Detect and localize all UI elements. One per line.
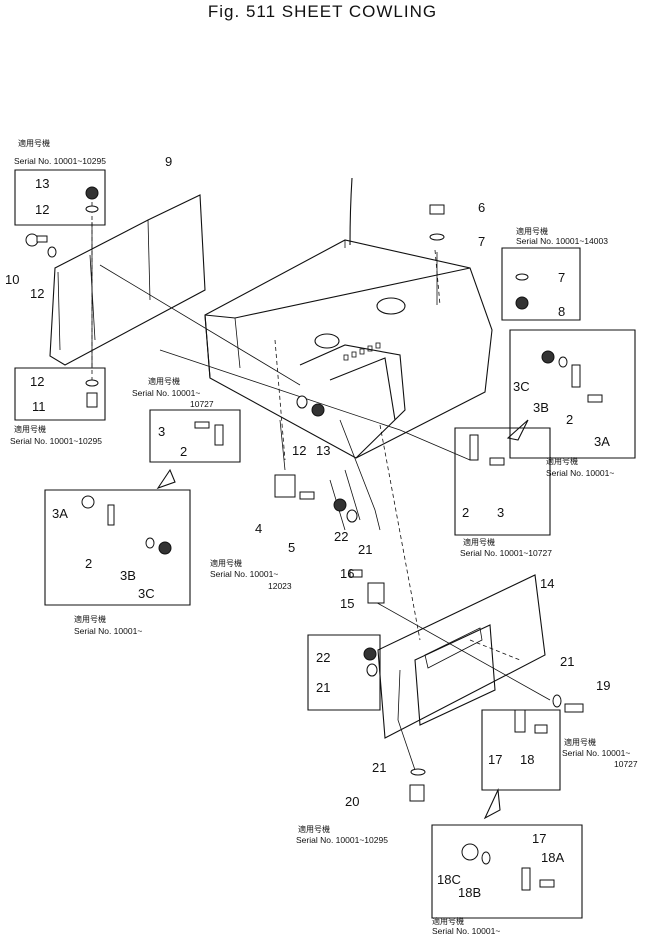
part-label: 18A bbox=[541, 850, 564, 865]
serial-bottom-right: Serial No. 10001~ bbox=[432, 926, 500, 935]
serial-center-end: 12023 bbox=[268, 581, 292, 591]
part-label: 2 bbox=[85, 556, 92, 571]
hardware-parts bbox=[25, 186, 603, 891]
serial-mid-left-end: 10727 bbox=[190, 399, 214, 409]
part-label: 12 bbox=[30, 286, 44, 301]
part-label: 21 bbox=[560, 654, 574, 669]
part-label: 18B bbox=[458, 885, 481, 900]
serial-jp-right-lower: 適用号機 bbox=[564, 737, 596, 747]
front-panel bbox=[377, 574, 546, 739]
part-label: 7 bbox=[478, 234, 485, 249]
serial-jp-right: 適用号機 bbox=[546, 456, 578, 466]
part-label: 18C bbox=[437, 872, 461, 887]
part-label: 4 bbox=[255, 521, 262, 536]
part-label: 22 bbox=[334, 529, 348, 544]
serial-right-lower-end: 10727 bbox=[614, 759, 638, 769]
serial-jp-center: 適用号機 bbox=[210, 558, 242, 568]
part-label: 21 bbox=[358, 542, 372, 557]
part-label: 3C bbox=[138, 586, 155, 601]
part-label: 12 bbox=[30, 374, 44, 389]
part-label: 2 bbox=[180, 444, 187, 459]
part-label: 3 bbox=[497, 505, 504, 520]
serial-jp-mid-left: 適用号機 bbox=[148, 376, 180, 386]
part-label: 12 bbox=[292, 443, 306, 458]
part-label: 14 bbox=[540, 576, 554, 591]
leader-lines bbox=[91, 222, 551, 771]
serial-top-right: Serial No. 10001~14003 bbox=[516, 236, 608, 246]
part-label: 19 bbox=[596, 678, 610, 693]
part-label: 15 bbox=[340, 596, 354, 611]
serial-jp-top-right: 適用号機 bbox=[516, 226, 548, 236]
serial-jp-left-lower: 適用号機 bbox=[74, 614, 106, 624]
serial-left: Serial No. 10001~10295 bbox=[10, 436, 102, 446]
part-label: 17 bbox=[532, 831, 546, 846]
serial-jp-bottom-right: 適用号機 bbox=[432, 916, 464, 926]
serial-jp-left: 適用号機 bbox=[14, 424, 46, 434]
part-label: 10 bbox=[5, 272, 19, 287]
part-label: 20 bbox=[345, 794, 359, 809]
part-label: 13 bbox=[35, 176, 49, 191]
hatched-arrows bbox=[156, 419, 529, 820]
serial-left-lower: Serial No. 10001~ bbox=[74, 626, 142, 636]
part-label: 3A bbox=[52, 506, 68, 521]
serial-jp-bottom-center: 適用号機 bbox=[298, 824, 330, 834]
part-label: 2 bbox=[462, 505, 469, 520]
part-label: 21 bbox=[372, 760, 386, 775]
part-label: 2 bbox=[566, 412, 573, 427]
serial-labels: 適用号機 Serial No. 10001~10295 適用号機 Serial … bbox=[10, 138, 638, 935]
part-label: 3B bbox=[533, 400, 549, 415]
serial-right: Serial No. 10001~ bbox=[546, 468, 614, 478]
part-label: 8 bbox=[558, 304, 565, 319]
part-label: 9 bbox=[165, 154, 172, 169]
figure-title: Fig. 511 SHEET COWLING bbox=[207, 2, 438, 21]
cowling-body bbox=[204, 177, 493, 641]
side-plate bbox=[49, 194, 206, 380]
serial-jp-right-mid: 適用号機 bbox=[463, 537, 495, 547]
vent-slots bbox=[343, 342, 381, 361]
serial-bottom-center: Serial No. 10001~10295 bbox=[296, 835, 388, 845]
part-label: 3A bbox=[594, 434, 610, 449]
part-label: 21 bbox=[316, 680, 330, 695]
part-label: 3 bbox=[158, 424, 165, 439]
inset-boxes bbox=[14, 169, 636, 919]
part-label: 22 bbox=[316, 650, 330, 665]
serial-right-mid: Serial No. 10001~10727 bbox=[460, 548, 552, 558]
part-label: 3C bbox=[513, 379, 530, 394]
serial-right-lower: Serial No. 10001~ bbox=[562, 748, 630, 758]
part-label: 3B bbox=[120, 568, 136, 583]
serial-center: Serial No. 10001~ bbox=[210, 569, 278, 579]
part-label: 12 bbox=[35, 202, 49, 217]
part-label: 6 bbox=[478, 200, 485, 215]
part-labels: 13 12 9 10 12 12 11 6 7 7 8 3 2 12 13 3C… bbox=[5, 154, 610, 900]
serial-top-left: Serial No. 10001~10295 bbox=[14, 156, 106, 166]
part-label: 18 bbox=[520, 752, 534, 767]
part-label: 16 bbox=[340, 566, 354, 581]
part-label: 11 bbox=[32, 399, 46, 414]
part-label: 5 bbox=[288, 540, 295, 555]
part-label: 13 bbox=[316, 443, 330, 458]
serial-jp-top-left: 適用号機 bbox=[18, 138, 50, 148]
serial-mid-left: Serial No. 10001~ bbox=[132, 388, 200, 398]
part-label: 17 bbox=[488, 752, 502, 767]
part-label: 7 bbox=[558, 270, 565, 285]
